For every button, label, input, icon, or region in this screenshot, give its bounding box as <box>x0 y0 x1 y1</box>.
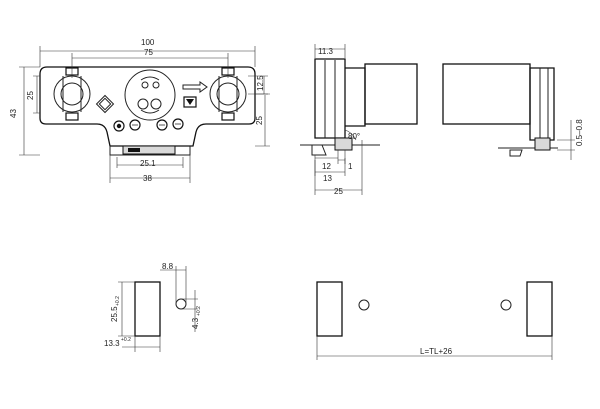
dim-cut-width: 13.3 <box>104 339 120 348</box>
side-view <box>300 44 418 195</box>
dim-total-height: 43 <box>9 109 18 118</box>
mounting-layout <box>316 281 553 360</box>
dim-tab-width: 25.1 <box>140 159 156 168</box>
dim-cut-width-tol: +0.2 <box>121 337 131 343</box>
dim-base-width: 38 <box>143 174 152 183</box>
certification-marks <box>95 94 197 132</box>
front-dimensions <box>19 46 270 183</box>
dim-side-13: 13 <box>323 174 332 183</box>
dim-right-height: 25 <box>255 116 264 125</box>
dim-top-width: 100 <box>141 38 155 47</box>
dim-thickness: 0.5–0.8 <box>575 119 584 146</box>
dim-length-formula: L=TL+26 <box>420 347 453 356</box>
dim-hole-dia-tol: +0.2 <box>196 306 202 316</box>
dim-hole-dia: 4.3 <box>191 317 200 329</box>
dim-cut-height-tol: +0.2 <box>115 296 121 306</box>
dim-left-height: 25 <box>26 91 35 100</box>
dim-side-1: 1 <box>348 162 353 171</box>
dim-side-25: 25 <box>334 187 343 196</box>
dim-cut-height: 25.5 <box>110 306 119 322</box>
dim-side-12: 12 <box>322 162 331 171</box>
side-view-right <box>442 63 575 160</box>
cutout-detail <box>118 266 198 352</box>
dim-angle: 80° <box>348 132 360 141</box>
dim-side-top: 11.3 <box>318 47 334 56</box>
dim-hole-width: 8.8 <box>162 262 174 271</box>
dim-inner-width: 75 <box>144 48 153 57</box>
dim-socket-height: 12.5 <box>256 75 265 91</box>
front-view: 100 75 43 25 12.5 25 25.1 38 <box>9 38 270 183</box>
